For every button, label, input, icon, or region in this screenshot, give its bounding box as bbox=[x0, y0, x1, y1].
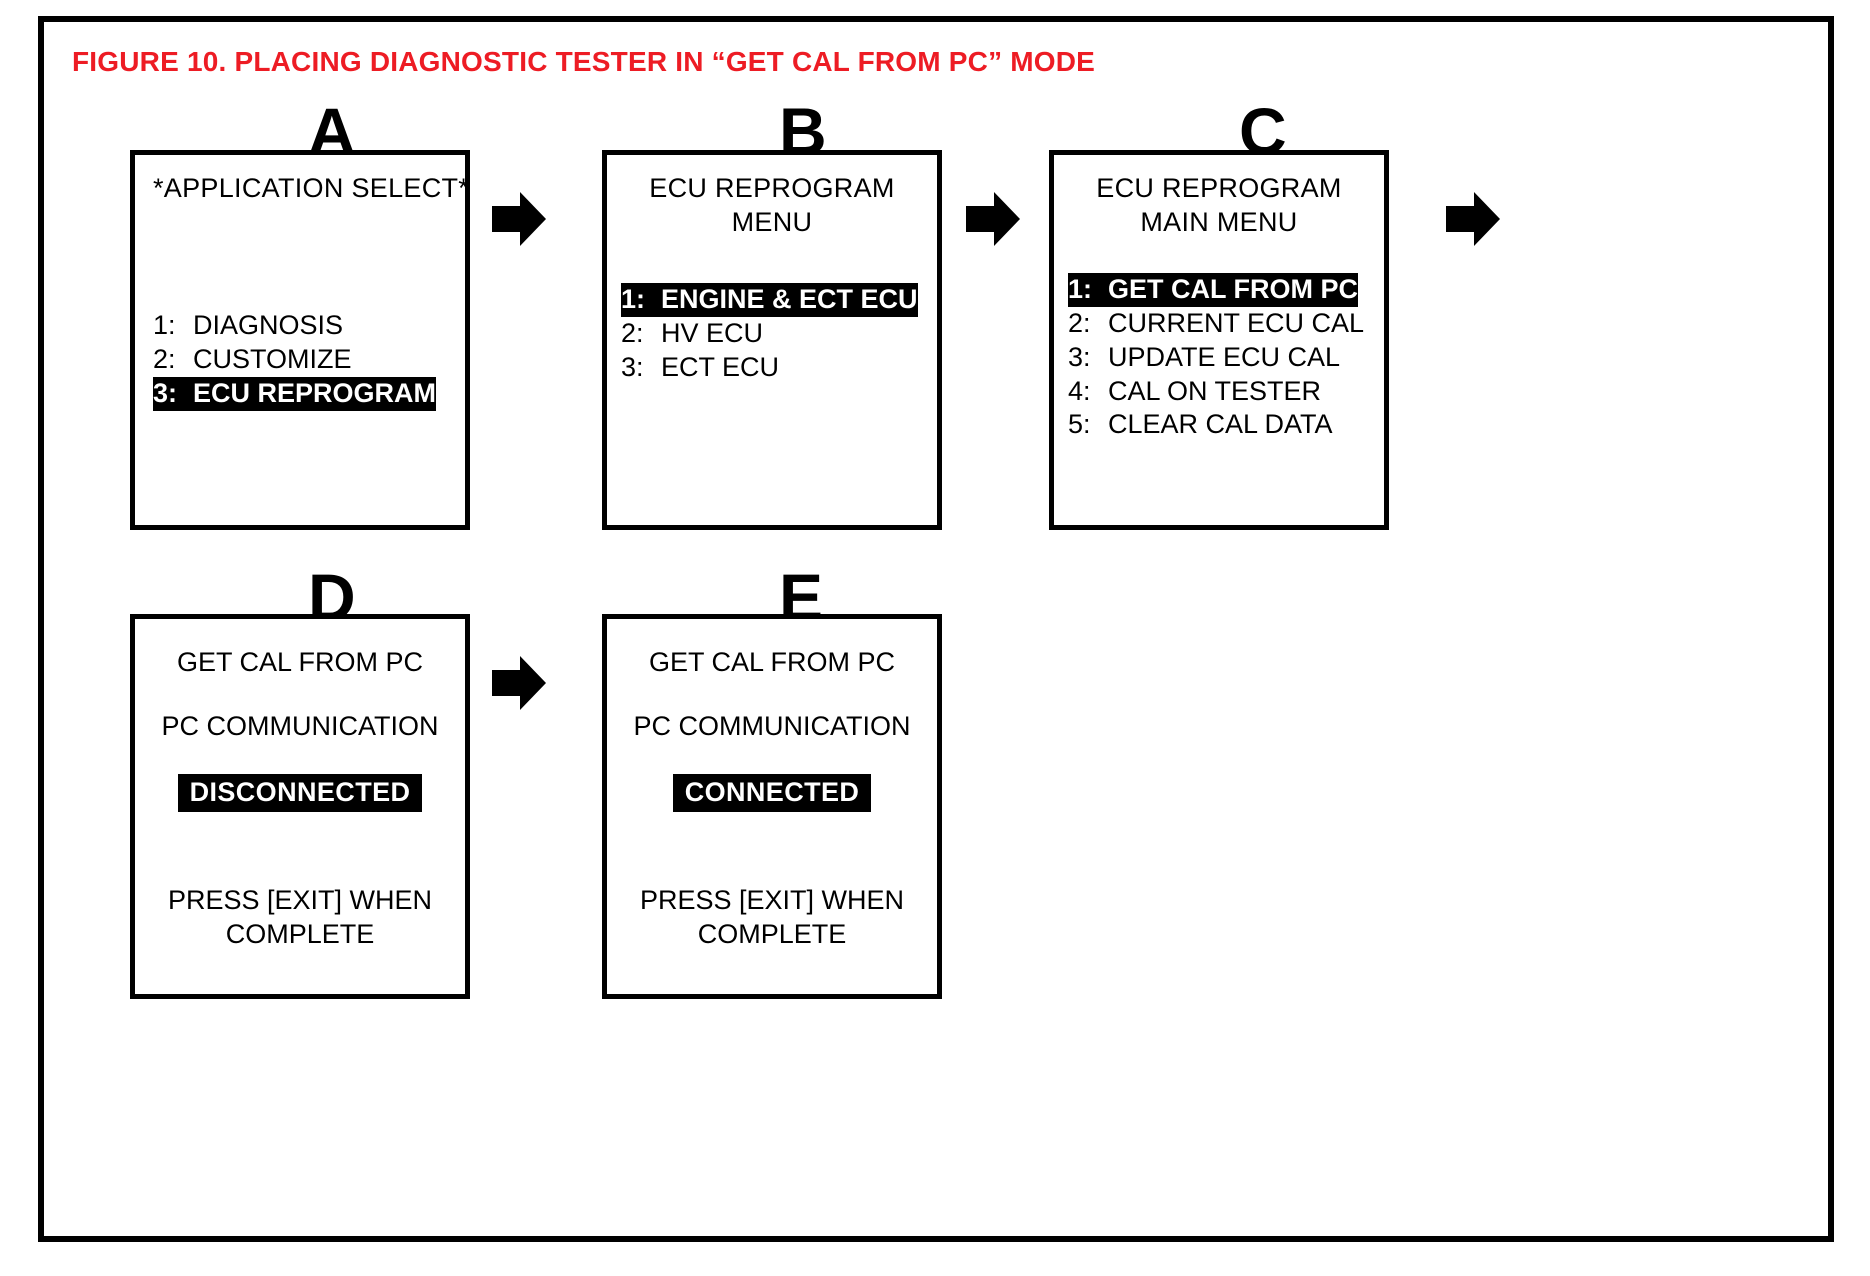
menu-index: 2: bbox=[621, 317, 644, 348]
menu-label: ECT ECU bbox=[661, 351, 780, 382]
menu-label: UPDATE ECU CAL bbox=[1108, 341, 1341, 372]
right-arrow-icon-b-to-c bbox=[964, 188, 1022, 250]
menu-label: ENGINE & ECT ECU bbox=[661, 284, 918, 314]
screen-a-menu[interactable]: 1: DIAGNOSIS 2: CUSTOMIZE 3: ECU REPROGRAM bbox=[153, 309, 455, 411]
screen-d-footer-line2: COMPLETE bbox=[225, 918, 375, 949]
menu-label: DIAGNOSIS bbox=[193, 310, 344, 340]
status-badge-connected: CONNECTED bbox=[672, 774, 872, 812]
screen-a-header: *APPLICATION SELECT* bbox=[153, 173, 470, 203]
screen-d-footer-line1: PRESS [EXIT] WHEN bbox=[167, 885, 433, 915]
screen-b-header-line2: MENU bbox=[731, 207, 813, 237]
menu-item-a-2[interactable]: 2: CUSTOMIZE bbox=[153, 343, 352, 377]
menu-label: ECU REPROGRAM bbox=[193, 377, 437, 408]
right-arrow-icon-c-to-next bbox=[1444, 188, 1502, 250]
menu-label: CAL ON TESTER bbox=[1108, 375, 1322, 406]
screen-d-line1: GET CAL FROM PC bbox=[176, 647, 424, 677]
menu-label: HV ECU bbox=[661, 317, 764, 348]
menu-label: CURRENT ECU CAL bbox=[1108, 307, 1365, 338]
screen-c-header-line1: ECU REPROGRAM bbox=[1096, 173, 1342, 203]
menu-index: 2: bbox=[1068, 307, 1091, 338]
screen-e: GET CAL FROM PC PC COMMUNICATION CONNECT… bbox=[602, 614, 942, 999]
menu-item-c-1-selected[interactable]: 1: GET CAL FROM PC bbox=[1068, 273, 1359, 307]
screen-d: GET CAL FROM PC PC COMMUNICATION DISCONN… bbox=[130, 614, 470, 999]
screen-c-menu[interactable]: 1: GET CAL FROM PC 2: CURRENT ECU CAL 3: UP… bbox=[1068, 273, 1376, 442]
menu-index: 3: bbox=[1068, 341, 1091, 372]
screen-e-line1: GET CAL FROM PC bbox=[648, 647, 896, 677]
menu-item-b-1-selected[interactable]: 1: ENGINE & ECT ECU bbox=[621, 283, 918, 317]
menu-item-c-3[interactable]: 3: UPDATE ECU CAL bbox=[1068, 341, 1340, 375]
menu-index: 4: bbox=[1068, 375, 1091, 406]
menu-item-a-1[interactable]: 1: DIAGNOSIS bbox=[153, 309, 343, 343]
menu-item-b-3[interactable]: 3: ECT ECU bbox=[621, 351, 779, 385]
menu-index: 5: bbox=[1068, 409, 1091, 440]
figure-title: FIGURE 10. PLACING DIAGNOSTIC TESTER IN … bbox=[72, 46, 1096, 77]
right-arrow-icon-a-to-b bbox=[490, 188, 548, 250]
menu-item-b-2[interactable]: 2: HV ECU bbox=[621, 317, 763, 351]
screen-e-footer-line2: COMPLETE bbox=[697, 918, 847, 949]
menu-label: CLEAR CAL DATA bbox=[1108, 409, 1333, 440]
menu-index: 3: bbox=[621, 351, 644, 382]
screen-c-header-line2: MAIN MENU bbox=[1140, 207, 1298, 237]
menu-item-c-5[interactable]: 5: CLEAR CAL DATA bbox=[1068, 408, 1333, 442]
menu-index: 3: bbox=[153, 377, 178, 408]
screen-b-header-line1: ECU REPROGRAM bbox=[649, 173, 895, 203]
menu-index: 1: bbox=[621, 284, 646, 314]
menu-item-c-2[interactable]: 2: CURRENT ECU CAL bbox=[1068, 307, 1364, 341]
menu-item-a-3-selected[interactable]: 3: ECU REPROGRAM bbox=[153, 376, 437, 411]
screen-e-footer-line1: PRESS [EXIT] WHEN bbox=[639, 885, 905, 915]
menu-index: 1: bbox=[1068, 274, 1093, 304]
screen-d-line2: PC COMMUNICATION bbox=[161, 711, 439, 741]
menu-item-c-4[interactable]: 4: CAL ON TESTER bbox=[1068, 375, 1321, 409]
screen-e-line2: PC COMMUNICATION bbox=[633, 711, 911, 741]
screen-b: ECU REPROGRAM MENU 1: ENGINE & ECT ECU 2:… bbox=[602, 150, 942, 530]
screen-a: *APPLICATION SELECT* 1: DIAGNOSIS 2: CUSTO… bbox=[130, 150, 470, 530]
menu-label: CUSTOMIZE bbox=[193, 343, 352, 374]
menu-index: 1: bbox=[153, 310, 176, 340]
screen-c: ECU REPROGRAM MAIN MENU 1: GET CAL FROM P… bbox=[1049, 150, 1389, 530]
figure-frame: FIGURE 10. PLACING DIAGNOSTIC TESTER IN … bbox=[38, 16, 1834, 1242]
menu-index: 2: bbox=[153, 343, 176, 374]
status-badge-disconnected: DISCONNECTED bbox=[177, 774, 423, 812]
right-arrow-icon-d-to-e bbox=[490, 652, 548, 714]
screen-b-menu[interactable]: 1: ENGINE & ECT ECU 2: HV ECU 3: ECT ECU bbox=[621, 283, 927, 385]
menu-label: GET CAL FROM PC bbox=[1108, 274, 1359, 304]
